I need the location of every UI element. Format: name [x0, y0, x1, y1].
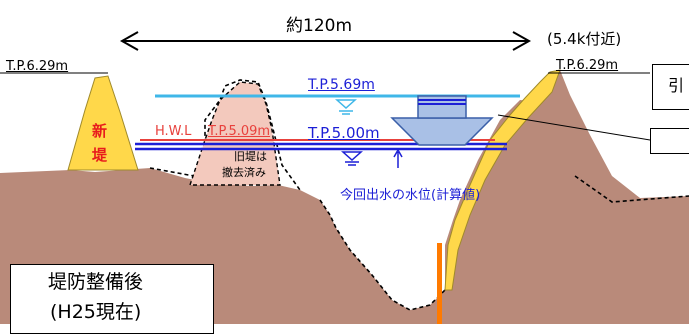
- status-line-1: 堤防整備後: [48, 271, 144, 293]
- arrow-stem: [417, 95, 467, 119]
- tp-left-label: T.P.6.29m: [6, 59, 69, 74]
- location-label: (5.4k付近): [547, 30, 622, 48]
- status-line-2: (H25現在): [50, 301, 142, 323]
- ground-profile: [0, 70, 689, 324]
- callout-box-lower: [650, 128, 689, 154]
- note-pointer-arrow: [393, 148, 403, 168]
- width-dimension-arrow: [119, 31, 532, 51]
- tp-hwl-label: T.P.5.09m: [208, 124, 271, 139]
- cross-section-drawing: [0, 31, 689, 324]
- tp-upper-label: T.P.5.69m: [308, 77, 375, 93]
- width-label: 約120m: [286, 16, 353, 36]
- upper-level-symbol: [335, 99, 357, 115]
- old-levee-line-2: 撤去済み: [222, 166, 266, 179]
- callout-partial-text: 引: [668, 76, 685, 95]
- old-levee-shape: [189, 81, 281, 186]
- hwl-label: H.W.L: [155, 124, 192, 139]
- cross-section-diagram: 約120m (5.4k付近) T.P.6.29m T.P.6.29m T.P.5…: [0, 16, 689, 334]
- steel-sheet-wall: [437, 243, 442, 324]
- new-levee-char-2: 堤: [92, 146, 108, 164]
- flood-level-note: 今回出水の水位(計算値): [340, 188, 481, 203]
- callout-box: [652, 64, 689, 110]
- status-box: [10, 264, 214, 334]
- old-levee-line-1: 旧堤は: [234, 150, 267, 163]
- left-new-levee: [67, 75, 139, 171]
- lower-level-symbol: [341, 151, 363, 166]
- tp-lower-label: T.P.5.00m: [308, 124, 380, 142]
- tp-right-label: T.P.6.29m: [556, 58, 619, 73]
- new-levee-char-1: 新: [92, 122, 108, 140]
- right-levee-facing: [444, 69, 561, 291]
